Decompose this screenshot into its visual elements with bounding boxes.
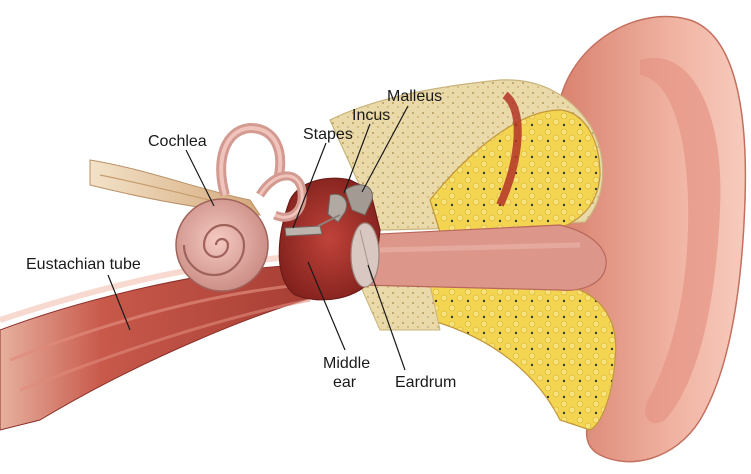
label-malleus: Malleus: [387, 88, 442, 105]
leader-lines: [107, 105, 409, 371]
label-middle-ear-line2: ear: [333, 374, 357, 391]
leader-cochlea: [185, 149, 215, 207]
leader-eardrum: [367, 264, 406, 371]
eardrum-membrane: [350, 222, 380, 288]
labels: Cochlea Stapes Incus Malleus Eustachian …: [26, 88, 456, 391]
semicircular-canals: [216, 122, 307, 222]
label-incus: Incus: [352, 107, 390, 124]
leader-middle-ear: [307, 261, 346, 351]
leader-malleus: [361, 105, 409, 193]
leader-eustachian-tube: [107, 274, 131, 331]
cochlea-shell: [175, 198, 269, 292]
label-eardrum: Eardrum: [395, 374, 456, 391]
ear-canal: [359, 224, 607, 291]
ossicles: [284, 184, 373, 237]
label-stapes: Stapes: [303, 126, 353, 143]
label-cochlea: Cochlea: [148, 133, 207, 150]
leader-incus: [343, 123, 371, 194]
temporal-bone: [329, 79, 617, 431]
leader-stapes: [292, 142, 327, 229]
label-eustachian-tube: Eustachian tube: [26, 256, 141, 273]
label-middle-ear-line1: Middle: [323, 355, 370, 372]
